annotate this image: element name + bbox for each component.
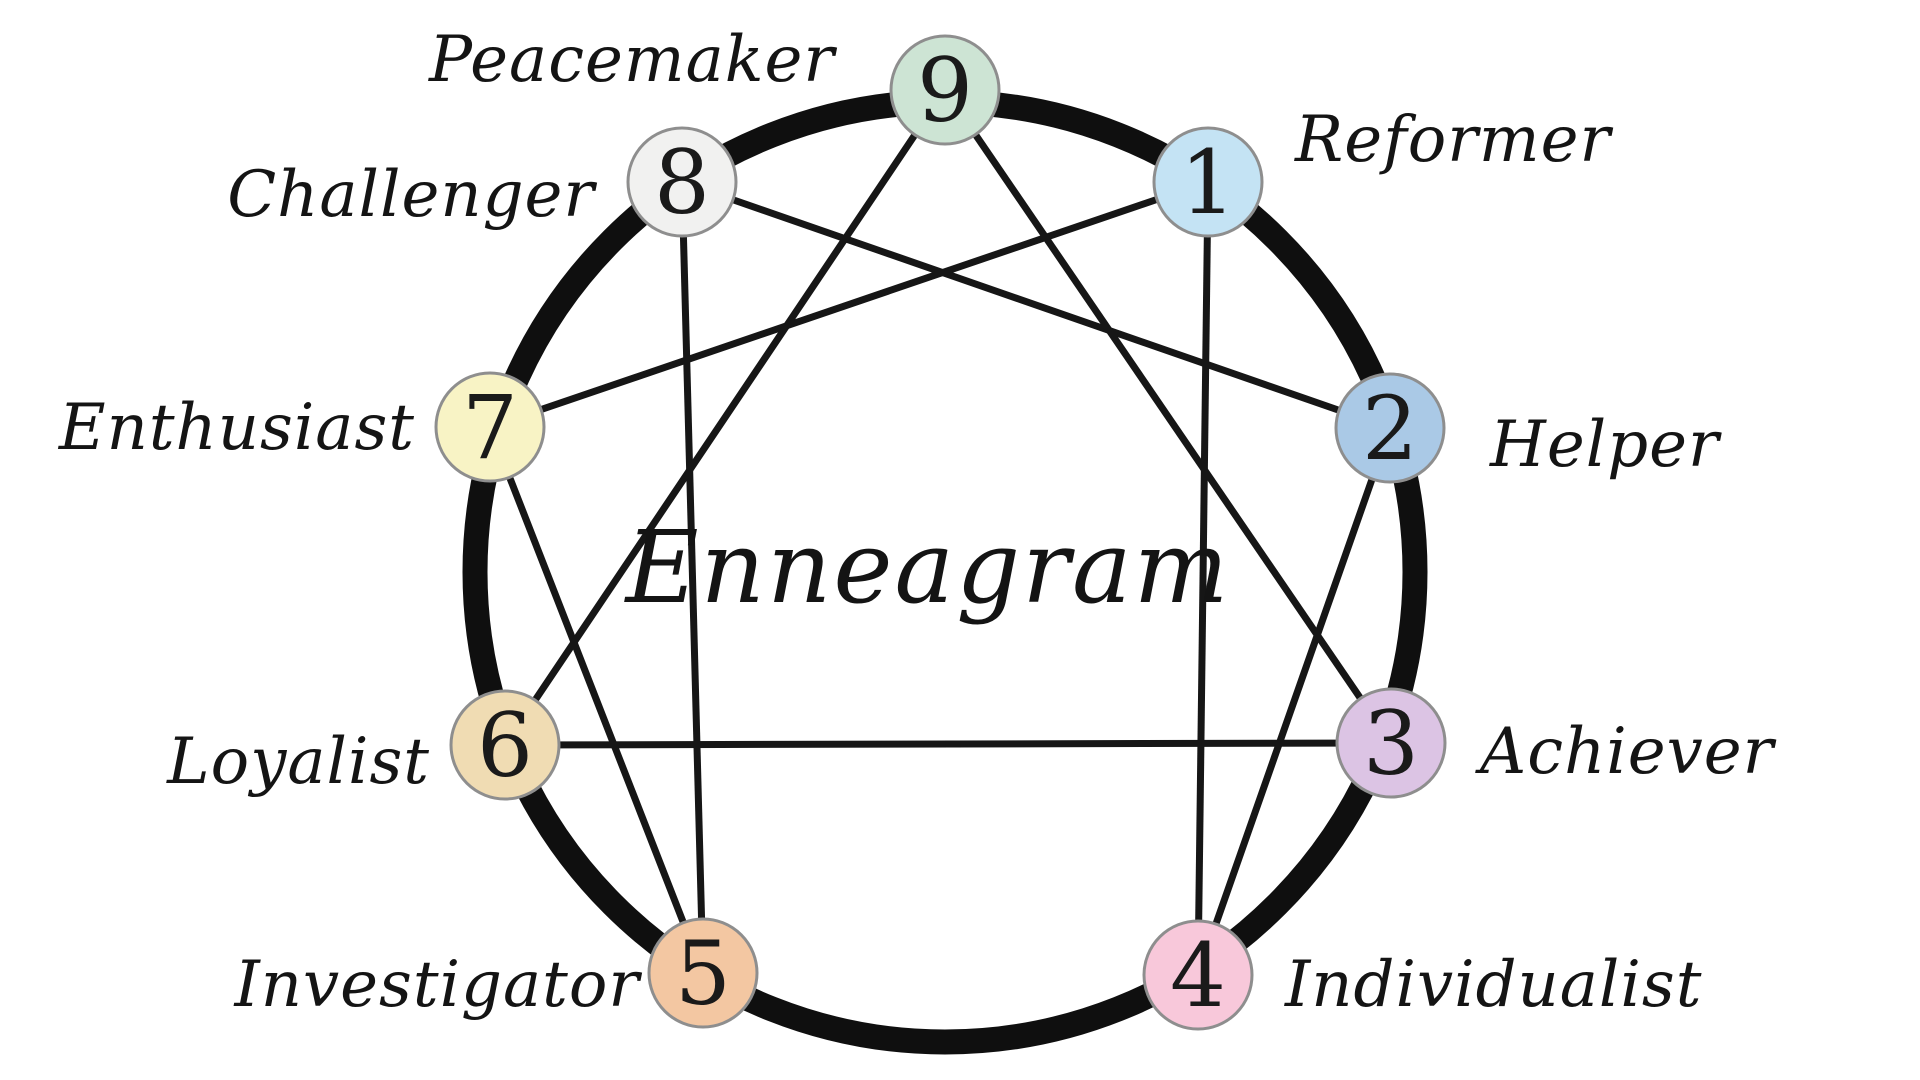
node-type-4: 4 bbox=[1142, 919, 1254, 1031]
connection-line-9-3 bbox=[942, 88, 1394, 745]
node-number-7: 7 bbox=[462, 376, 518, 479]
node-type-9: 9 bbox=[889, 34, 1001, 146]
node-number-2: 2 bbox=[1362, 377, 1418, 480]
node-number-1: 1 bbox=[1180, 131, 1236, 234]
node-type-8: 8 bbox=[626, 126, 738, 238]
figure-lines bbox=[486, 88, 1394, 977]
connection-line-4-2 bbox=[1194, 426, 1394, 977]
connection-line-8-5 bbox=[678, 181, 707, 974]
type-label-peacemaker: Peacemaker bbox=[428, 23, 835, 97]
connection-line-5-7 bbox=[486, 425, 707, 975]
connection-line-2-8 bbox=[680, 178, 1392, 432]
node-circle-3 bbox=[1335, 687, 1447, 799]
type-label-loyalist: Loyalist bbox=[167, 725, 430, 799]
type-label-investigator: Investigator bbox=[234, 948, 640, 1022]
type-label-enthusiast: Enthusiast bbox=[58, 391, 415, 465]
node-type-3: 3 bbox=[1335, 687, 1447, 799]
type-label-reformer: Reformer bbox=[1295, 103, 1612, 177]
node-number-5: 5 bbox=[675, 922, 731, 1025]
diagram-title: Enneagram bbox=[625, 509, 1231, 626]
node-type-6: 6 bbox=[449, 689, 561, 801]
node-type-5: 5 bbox=[647, 917, 759, 1029]
node-number-9: 9 bbox=[917, 39, 973, 142]
node-type-7: 7 bbox=[434, 371, 546, 483]
node-number-8: 8 bbox=[654, 131, 710, 234]
node-circle-8 bbox=[626, 126, 738, 238]
node-type-1: 1 bbox=[1152, 126, 1264, 238]
type-label-individualist: Individualist bbox=[1285, 948, 1703, 1022]
type-label-helper: Helper bbox=[1490, 408, 1720, 482]
connection-line-1-4 bbox=[1194, 181, 1212, 976]
connection-line-3-6 bbox=[504, 739, 1392, 749]
node-circle-7 bbox=[434, 371, 546, 483]
node-circle-5 bbox=[647, 917, 759, 1029]
node-number-4: 4 bbox=[1170, 924, 1226, 1027]
type-label-challenger: Challenger bbox=[227, 158, 595, 232]
node-circle-4 bbox=[1142, 919, 1254, 1031]
node-circle-1 bbox=[1152, 126, 1264, 238]
connection-line-7-1 bbox=[488, 178, 1210, 431]
type-label-achiever: Achiever bbox=[1480, 715, 1775, 789]
node-circle-6 bbox=[449, 689, 561, 801]
node-number-3: 3 bbox=[1363, 692, 1419, 795]
node-circle-2 bbox=[1334, 372, 1446, 484]
connection-line-6-9 bbox=[502, 88, 948, 747]
node-circle-9 bbox=[889, 34, 1001, 146]
node-type-2: 2 bbox=[1334, 372, 1446, 484]
node-number-6: 6 bbox=[477, 694, 533, 797]
